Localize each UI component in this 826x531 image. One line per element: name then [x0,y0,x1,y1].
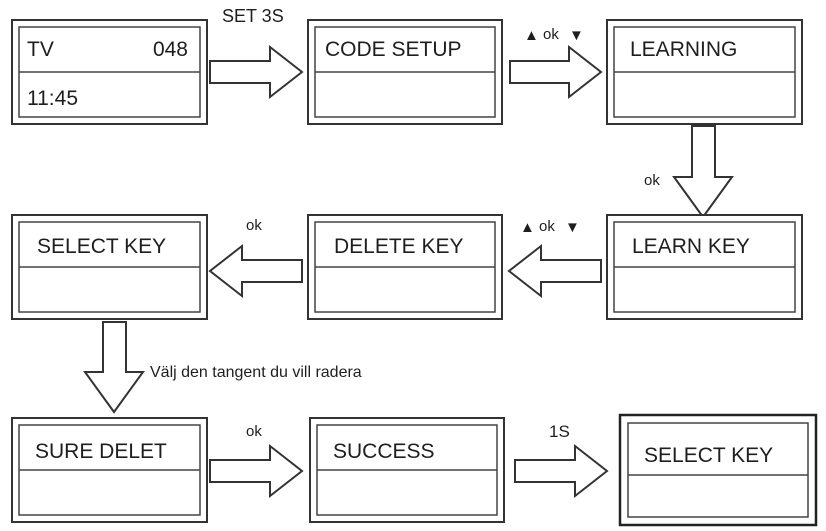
screen-success-text: SUCCESS [333,440,435,463]
arrow-down-icon [672,125,734,219]
screen-learn-key: LEARN KEY [606,214,803,320]
label-ok: ok [644,172,660,189]
screen-select-key-1: SELECT KEY [11,214,208,320]
screen-code-setup-text: CODE SETUP [325,38,462,61]
screen-tv: TV 048 11:45 [11,19,208,125]
screen-delete-key-text: DELETE KEY [334,235,464,258]
down-triangle-icon: ▼ [569,27,584,44]
down-triangle-icon: ▼ [565,219,580,236]
up-triangle-icon: ▲ [524,27,539,44]
screen-tv-left-text: TV [27,38,54,61]
label-up-ok-down-1: ▲ ok ▼ [524,26,584,44]
screen-sure-delet-text: SURE DELET [35,440,167,463]
label-ok: ok [543,26,559,43]
label-ok: ok [246,217,262,234]
screen-sure-delet: SURE DELET [11,417,208,523]
label-ok: ok [246,423,262,440]
label-1s: 1S [549,422,570,441]
screen-success: SUCCESS [309,417,505,523]
arrow-right-icon [209,44,304,100]
screen-learn-key-text: LEARN KEY [632,235,750,258]
screen-delete-key: DELETE KEY [307,214,503,320]
arrow-right-icon [514,443,609,499]
screen-learning: LEARNING [606,19,803,125]
screen-select-key-2-text: SELECT KEY [644,444,773,467]
arrow-left-icon [208,243,303,299]
arrow-right-icon [509,44,603,100]
screen-tv-right-text: 048 [153,38,188,61]
screen-code-setup: CODE SETUP [307,19,503,125]
arrow-down-icon [83,321,145,414]
label-up-ok-down-2: ▲ ok ▼ [520,218,580,236]
arrow-right-icon [209,443,304,499]
arrow-left-icon [507,243,602,299]
screen-select-key-1-text: SELECT KEY [37,235,166,258]
up-triangle-icon: ▲ [520,219,535,236]
hint-text: Välj den tangent du vill radera [150,364,362,381]
label-ok: ok [539,218,555,235]
screen-learning-text: LEARNING [630,38,737,61]
label-set-3s: SET 3S [222,6,284,26]
screen-tv-bottom-text: 11:45 [27,87,78,110]
screen-select-key-2: SELECT KEY [618,413,818,527]
